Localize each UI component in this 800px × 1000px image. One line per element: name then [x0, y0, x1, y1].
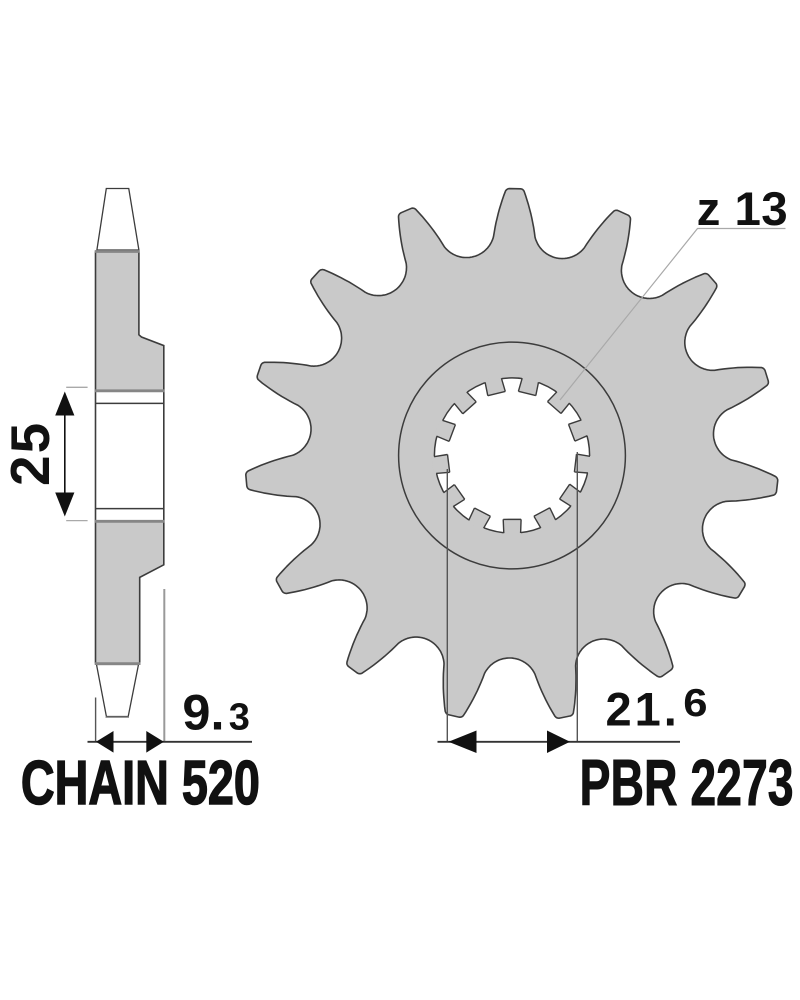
svg-text:21.: 21.: [606, 683, 680, 736]
svg-text:25: 25: [0, 421, 61, 486]
svg-text:6: 6: [683, 681, 707, 724]
svg-text:z 13: z 13: [697, 183, 789, 236]
svg-text:CHAIN 520: CHAIN 520: [21, 747, 260, 817]
svg-text:3: 3: [229, 697, 250, 739]
svg-text:9.: 9.: [182, 684, 224, 741]
svg-text:PBR 2273: PBR 2273: [580, 746, 794, 819]
